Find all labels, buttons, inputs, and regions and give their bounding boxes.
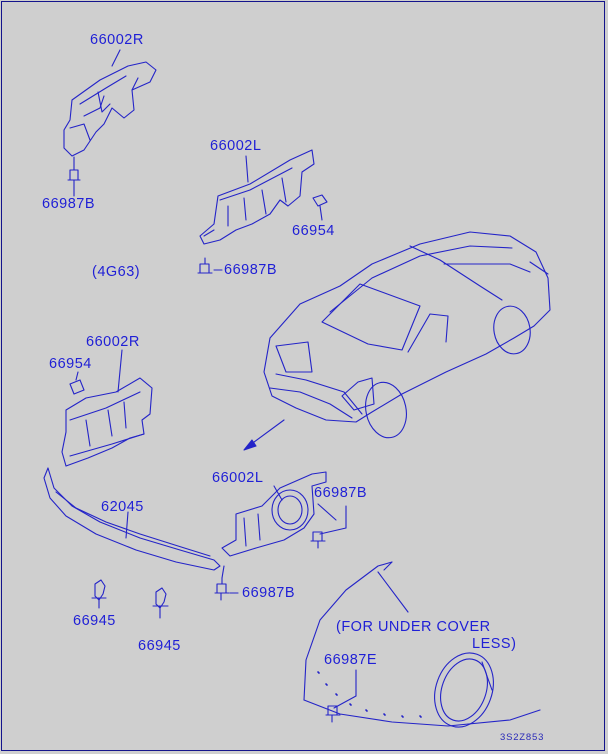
direction-arrow: [243, 419, 285, 451]
label-66987b-bottom: 66987B: [242, 585, 295, 601]
label-62045: 62045: [101, 499, 144, 515]
label-66002l-lower: 66002L: [212, 470, 264, 486]
part-66002l-upper-shape: [199, 149, 315, 245]
part-66002l-lower-shape: [221, 471, 337, 557]
leader-lines: [73, 187, 239, 594]
diagram-code: 3S2Z853: [500, 732, 545, 743]
clip-66945-left-shape: [91, 579, 107, 609]
label-66002r-lower: 66002R: [86, 334, 140, 350]
part-62045-shape: [43, 467, 225, 579]
fastener-66987b-right-shape: [310, 505, 347, 549]
fastener-66987b-bottom-shape: [214, 577, 230, 601]
label-under-cover-line1: (FOR UNDER COVER: [336, 619, 491, 635]
fastener-66987b-upper-shape: [67, 169, 81, 189]
label-66002l-upper: 66002L: [210, 138, 262, 154]
clip-66945-center-shape: [152, 587, 169, 619]
label-66987e: 66987E: [324, 652, 377, 668]
detail-inset: [303, 561, 541, 728]
fastener-66987b-middle-shape: [197, 257, 213, 274]
label-66002r-upper: 66002R: [90, 32, 144, 48]
label-66954-upper: 66954: [292, 223, 335, 239]
clip-66954-lower-shape: [69, 371, 85, 395]
car-outline: [263, 231, 551, 439]
part-66002r-upper-shape: [63, 49, 157, 171]
label-66954-lower: 66954: [49, 356, 92, 372]
part-66002r-lower-shape: [61, 349, 153, 467]
label-66945-left: 66945: [73, 613, 116, 629]
label-engine-note: (4G63): [92, 264, 141, 280]
clip-66954-upper-shape: [312, 194, 328, 221]
label-under-cover-line2: LESS): [472, 636, 517, 652]
label-66987b-middle: 66987B: [224, 262, 277, 278]
label-66987b-right: 66987B: [314, 485, 367, 501]
label-66987b-upper: 66987B: [42, 196, 95, 212]
label-66945-center: 66945: [138, 638, 181, 654]
